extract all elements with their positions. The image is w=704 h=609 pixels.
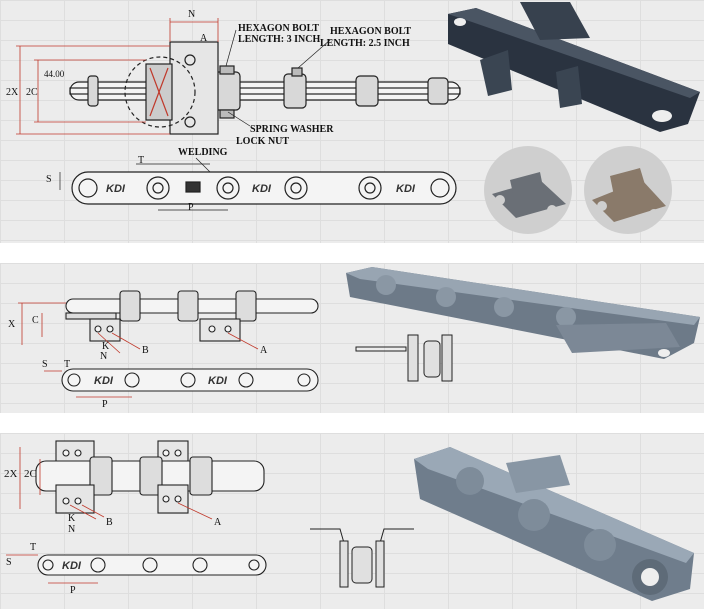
s2-dim-t: T [64,359,70,370]
s3-side-dims [6,554,98,584]
s3-top-view [35,440,265,514]
s1-dim-s: S [46,174,52,185]
section-2-drawing: X C K N B A KDI KDI S T P [8,267,700,410]
s2-dims [18,302,259,354]
s1-dim-2x: 2X [6,87,19,98]
s2-logo-1: KDI [94,375,114,387]
s2-dim-n: N [100,351,107,362]
s2-dim-a: A [260,345,268,356]
s1-logo-1: KDI [106,183,126,195]
s3-photo-chain [414,447,694,601]
s1-bolt1-length: LENGTH: 3 INCH [238,34,320,45]
s1-dim-2c: 2C [26,87,38,98]
s1-locknut-label: LOCK NUT [236,136,289,147]
s3-logo-1: KDI [62,560,82,572]
s1-dim-a: A [200,33,208,44]
s1-spring-label: SPRING WASHER [250,124,334,135]
s1-top-view [69,41,461,135]
s1-leaders [225,29,331,127]
s1-dim-44: 44.00 [44,69,65,79]
s2-dim-k: K [102,341,110,352]
s1-dim-t: T [138,155,144,166]
section-1-drawing: 2X 2C 44.00 N A HEXAGON BOLT LENGTH: 3 I… [6,2,700,234]
s1-side-dims [59,157,228,211]
section-1-panel: 2X 2C 44.00 N A HEXAGON BOLT LENGTH: 3 I… [0,0,704,243]
s2-dim-p: P [102,399,108,410]
s1-logo-3: KDI [396,183,416,195]
s1-dims [16,18,219,135]
s2-side-dims [44,370,132,398]
s3-side-view [37,554,267,576]
s3-dim-s: S [6,557,12,568]
section-3-panel: 2X 2C K N B A KDI T S P [0,433,704,609]
s1-bolt2-length: LENGTH: 2.5 INCH [320,38,410,49]
s3-dims [19,447,213,520]
s2-dim-s: S [42,359,48,370]
s1-welding-label: WELDING [178,147,228,158]
s3-dim-2c: 2C [24,468,37,480]
s2-dim-c: C [32,315,39,326]
s2-dim-b: B [142,345,149,356]
s2-top-view [65,290,319,342]
s2-end-view [355,334,453,382]
s3-dim-2x: 2X [4,468,18,480]
s1-bolt2-label: HEXAGON BOLT [330,26,411,37]
s3-dim-k: K [68,513,76,524]
s1-bolt1-label: HEXAGON BOLT [238,23,319,34]
s3-dim-b: B [106,517,113,528]
s1-side-view [71,171,457,205]
s1-logo-2: KDI [252,183,272,195]
s1-photo-attachments [484,146,672,234]
section-2-panel: X C K N B A KDI KDI S T P [0,263,704,413]
s1-dim-p: P [188,202,194,213]
s2-logo-2: KDI [208,375,228,387]
s3-dim-a: A [214,517,222,528]
s1-dim-n: N [188,9,195,20]
s1-photo-chain [448,2,700,132]
s3-dim-n: N [68,524,75,535]
s2-dim-x: X [8,319,16,330]
s3-dim-p: P [70,585,76,596]
s2-side-view [61,368,319,392]
section-3-drawing: 2X 2C K N B A KDI T S P [4,440,694,601]
s3-end-view [310,528,414,588]
s2-photo-chain [346,267,700,359]
s3-dim-t: T [30,542,36,553]
